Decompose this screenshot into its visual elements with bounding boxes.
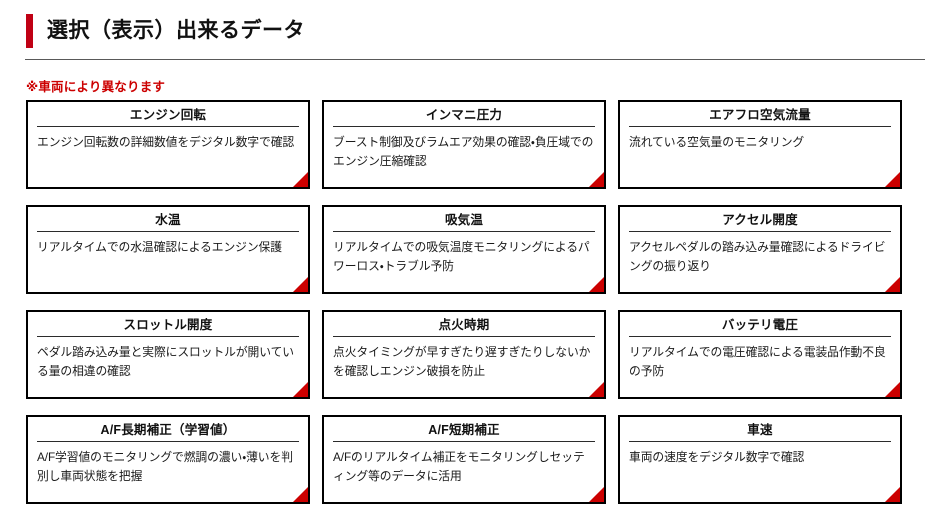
data-card-title-divider: [37, 231, 299, 232]
page-title: 選択（表示）出来るデータ: [47, 19, 305, 42]
data-card-description: ペダル踏み込み量と実際にスロットルが開いている量の相違の確認: [37, 345, 294, 378]
data-card-title: エンジン回転: [129, 108, 207, 122]
data-card-title-divider: [629, 441, 891, 442]
data-card-title-divider: [333, 336, 595, 337]
data-card-description: 点火タイミングが早すぎたり遅すぎたりしないかを確認しエンジン破損を防止: [333, 345, 591, 378]
page-header: 選択（表示）出来るデータ: [0, 0, 948, 62]
data-card-description: リアルタイムでの吸気温度モニタリングによるパワーロス・トラブル予防: [333, 240, 590, 273]
data-card[interactable]: 点火時期 点火タイミングが早すぎたり遅すぎたりしないかを確認しエンジン破損を防止: [322, 310, 606, 399]
corner-triangle-icon: [293, 277, 308, 292]
data-card[interactable]: 吸気温 リアルタイムでの吸気温度モニタリングによるパワーロス・トラブル予防: [322, 205, 606, 294]
data-card-title: A/F短期補正: [428, 423, 500, 437]
data-card-title: 吸気温: [444, 213, 484, 227]
data-card[interactable]: 水温 リアルタイムでの水温確認によるエンジン保護: [26, 205, 310, 294]
data-card[interactable]: インマニ圧力 ブースト制御及びラムエア効果の確認・負圧域でのエンジン圧縮確認: [322, 100, 606, 189]
data-card[interactable]: A/F長期補正（学習値） A/F学習値のモニタリングで燃調の濃い・薄いを判別し車…: [26, 415, 310, 504]
data-card-title: 点火時期: [438, 318, 490, 332]
data-card-title: エアフロ空気流量: [709, 108, 811, 122]
data-card-title-divider: [333, 231, 595, 232]
data-card[interactable]: エアフロ空気流量 流れている空気量のモニタリング: [618, 100, 902, 189]
data-card[interactable]: エンジン回転 エンジン回転数の詳細数値をデジタル数字で確認: [26, 100, 310, 189]
corner-triangle-icon: [293, 172, 308, 187]
data-card-title-divider: [333, 441, 595, 442]
data-card-description: 車両の速度をデジタル数字で確認: [629, 450, 805, 464]
data-card-description: 流れている空気量のモニタリング: [629, 135, 805, 149]
data-card-title: バッテリ電圧: [721, 318, 799, 332]
corner-triangle-icon: [589, 277, 604, 292]
data-card-title-divider: [37, 441, 299, 442]
data-card-description: A/F学習値のモニタリングで燃調の濃い・薄いを判別し車両状態を把握: [37, 450, 293, 483]
corner-triangle-icon: [589, 172, 604, 187]
red-accent-bar-icon: [26, 14, 33, 48]
data-card-title-divider: [333, 126, 595, 127]
corner-triangle-icon: [885, 277, 900, 292]
data-card-description: アクセルペダルの踏み込み量確認によるドライビングの振り返り: [629, 240, 886, 273]
corner-triangle-icon: [885, 487, 900, 502]
corner-triangle-icon: [885, 172, 900, 187]
disclaimer-note: ※車両により異なります: [26, 80, 166, 94]
data-card-title: 水温: [155, 213, 181, 227]
corner-triangle-icon: [885, 382, 900, 397]
data-card-title: インマニ圧力: [425, 108, 503, 122]
corner-triangle-icon: [589, 487, 604, 502]
corner-triangle-icon: [293, 382, 308, 397]
data-card-title-divider: [629, 336, 891, 337]
data-card-description: A/Fのリアルタイム補正をモニタリングしセッティング等のデータに活用: [333, 450, 585, 483]
data-card-title-divider: [629, 126, 891, 127]
data-card[interactable]: アクセル開度 アクセルペダルの踏み込み量確認によるドライビングの振り返り: [618, 205, 902, 294]
data-card[interactable]: バッテリ電圧 リアルタイムでの電圧確認による電装品作動不良の予防: [618, 310, 902, 399]
data-card-description: リアルタイムでの電圧確認による電装品作動不良の予防: [629, 345, 886, 378]
data-card-grid: エンジン回転 エンジン回転数の詳細数値をデジタル数字で確認 インマニ圧力 ブース…: [26, 100, 902, 504]
data-card-description: リアルタイムでの水温確認によるエンジン保護: [37, 240, 282, 254]
data-card-title-divider: [37, 336, 299, 337]
corner-triangle-icon: [589, 382, 604, 397]
page-header-inner: 選択（表示）出来るデータ: [26, 14, 305, 48]
data-card[interactable]: 車速 車両の速度をデジタル数字で確認: [618, 415, 902, 504]
data-card-title: スロットル開度: [123, 318, 213, 332]
data-card-title: A/F長期補正（学習値）: [100, 423, 236, 437]
data-card-title-divider: [629, 231, 891, 232]
header-divider: [25, 59, 925, 60]
data-card-title-divider: [37, 126, 299, 127]
corner-triangle-icon: [293, 487, 308, 502]
data-card-title: 車速: [747, 423, 773, 437]
data-card[interactable]: A/F短期補正 A/Fのリアルタイム補正をモニタリングしセッティング等のデータに…: [322, 415, 606, 504]
data-card[interactable]: スロットル開度 ペダル踏み込み量と実際にスロットルが開いている量の相違の確認: [26, 310, 310, 399]
data-card-description: エンジン回転数の詳細数値をデジタル数字で確認: [37, 135, 295, 149]
data-card-title: アクセル開度: [722, 213, 798, 227]
data-card-description: ブースト制御及びラムエア効果の確認・負圧域でのエンジン圧縮確認: [333, 135, 594, 168]
